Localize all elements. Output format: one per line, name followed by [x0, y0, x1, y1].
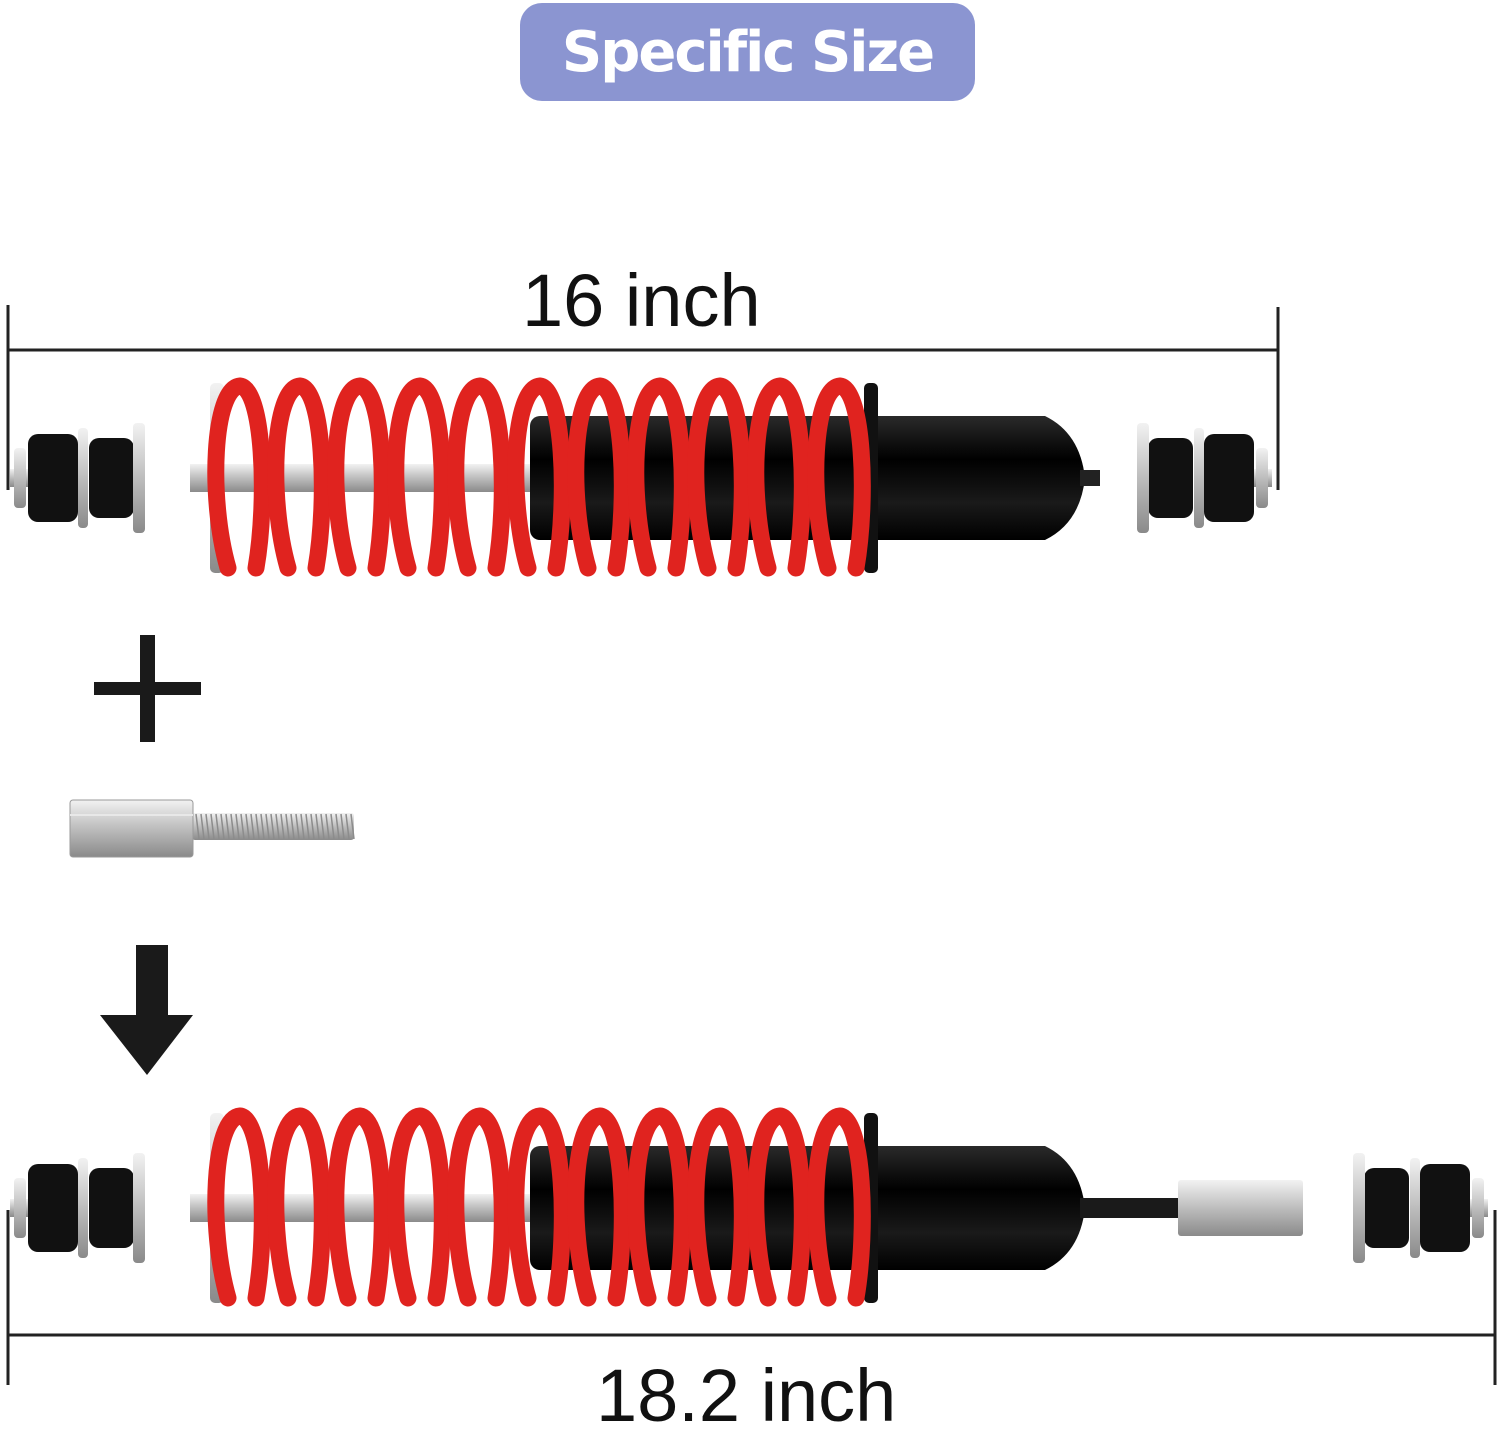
spring-coil: [747, 1107, 811, 1307]
spring-coil: [567, 1107, 631, 1307]
spring-coil: [507, 377, 571, 577]
washer: [14, 448, 26, 508]
spring-coil: [267, 377, 331, 577]
spring-coil: [207, 1107, 271, 1307]
washer: [1410, 1158, 1420, 1258]
washer: [1353, 1153, 1365, 1263]
spring-coil: [627, 377, 691, 577]
rubber-bushing: [89, 438, 134, 518]
rubber-bushing: [1204, 434, 1254, 522]
title-badge: Specific Size: [520, 3, 975, 101]
spring-coil: [807, 377, 871, 577]
spring-coil: [807, 1107, 871, 1307]
washer: [78, 428, 88, 528]
spring-coil: [507, 1107, 571, 1307]
washer: [133, 423, 145, 533]
rubber-bushing: [89, 1168, 134, 1248]
spring-coil: [207, 377, 271, 577]
washer: [133, 1153, 145, 1263]
plus-icon: [94, 635, 201, 742]
spring-coil: [627, 1107, 691, 1307]
spring-coil: [327, 377, 391, 577]
rubber-bushing: [1420, 1164, 1470, 1252]
rubber-bushing: [1148, 438, 1193, 518]
top-dimension-line: [6, 305, 1280, 490]
shock-absorber-16-inch: [10, 377, 1272, 577]
washer: [78, 1158, 88, 1258]
washer: [1194, 428, 1204, 528]
rubber-bushing: [1364, 1168, 1409, 1248]
arrow-down-icon: [100, 945, 193, 1075]
title-text: Specific Size: [561, 19, 935, 85]
bottom-dimension-label: 18.2 inch: [596, 1354, 897, 1437]
piston-rod: [190, 464, 550, 492]
washer: [1472, 1178, 1484, 1238]
stud: [1080, 1198, 1180, 1218]
spring-coil: [327, 1107, 391, 1307]
top-dimension-label: 16 inch: [522, 259, 761, 342]
extension-bolt: [69, 799, 355, 858]
spring-coil: [387, 377, 451, 577]
stud: [1080, 470, 1100, 486]
shock-body-lower: [875, 416, 1085, 540]
shock-body-lower: [875, 1146, 1085, 1270]
washer: [14, 1178, 26, 1238]
washer: [1256, 448, 1268, 508]
spring-coil: [387, 1107, 451, 1307]
rubber-bushing: [28, 434, 78, 522]
spring-coil: [447, 377, 511, 577]
washer: [1137, 423, 1149, 533]
spring-coil: [567, 377, 631, 577]
extension-bolt-installed: [1178, 1180, 1303, 1236]
bottom-dimension-line: [6, 1210, 1497, 1385]
spring-coil: [687, 377, 751, 577]
spring-coil: [447, 1107, 511, 1307]
piston-rod: [190, 1194, 550, 1222]
spring-coil: [687, 1107, 751, 1307]
spring-coil: [747, 377, 811, 577]
rubber-bushing: [28, 1164, 78, 1252]
spring-coil: [267, 1107, 331, 1307]
shock-absorber-18-2-inch: [10, 1107, 1488, 1307]
